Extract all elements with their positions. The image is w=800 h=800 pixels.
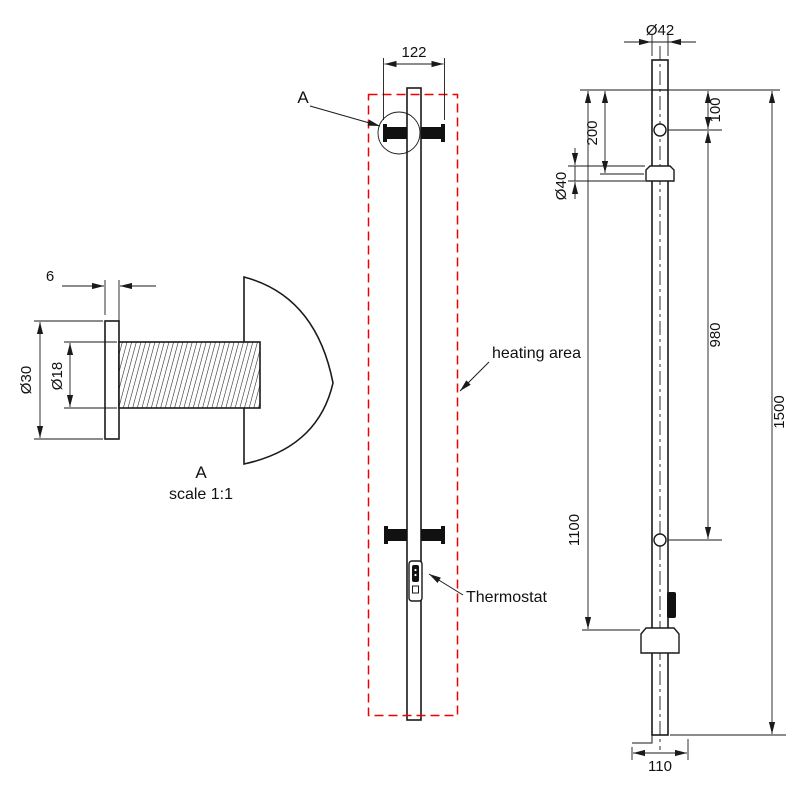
detail-view-scale: scale 1:1 (169, 486, 233, 503)
thermostat (408, 560, 423, 602)
detail-view-a: 6 Ø30 Ø18 A scale 1:1 (18, 268, 334, 503)
cable-stub (632, 735, 653, 744)
dim-thread-diameter: Ø18 (49, 341, 117, 409)
top-crossbar (383, 124, 445, 142)
dim-collar-offset: 200 (584, 91, 644, 175)
thermostat-annotation: Thermostat (428, 573, 547, 606)
dim-label-flange-diameter: Ø30 (18, 366, 35, 394)
dim-label-thread-diameter: Ø18 (49, 362, 66, 390)
dim-label-element-width: 122 (401, 44, 426, 61)
dim-label-collar-offset: 200 (584, 120, 601, 145)
dim-collar-diameter: Ø40 (553, 148, 645, 200)
dim-flange-diameter: Ø30 (18, 320, 103, 440)
dim-label-bottom-length: 110 (648, 758, 672, 775)
dim-label-lower-length: 1100 (566, 514, 583, 546)
dim-label-top-diameter: Ø42 (646, 22, 674, 39)
dim-flange-thickness: 6 (46, 268, 156, 336)
side-view: Ø42 100 980 200 Ø40 (553, 22, 788, 775)
thermostat-label: Thermostat (466, 589, 547, 606)
dim-bottom-length: 110 (631, 739, 689, 775)
heating-area-boundary (367, 93, 459, 717)
upper-collar (645, 165, 675, 182)
dim-label-total-length: 1500 (771, 395, 788, 428)
dim-label-collar-diameter: Ø40 (553, 172, 570, 200)
detail-marker-label: A (297, 88, 309, 107)
front-view: A 122 heating area Thermostat (297, 44, 581, 721)
dome-head (243, 275, 334, 465)
detail-view-title: A (195, 463, 207, 482)
dim-top-diameter: Ø42 (624, 22, 696, 56)
heating-area-annotation: heating area (459, 345, 581, 392)
dim-total-length: 1500 (670, 91, 788, 736)
dim-label-hole-offset: 100 (707, 97, 724, 122)
dim-hole-offset: 100 (668, 91, 724, 131)
mounting-hole-mid (653, 533, 667, 547)
detail-marker-leader: A (297, 88, 381, 127)
detail-marker-circle (377, 111, 421, 155)
lower-fitting (640, 627, 680, 654)
dim-element-width: 122 (383, 44, 445, 120)
dim-label-flange-thickness: 6 (46, 268, 54, 285)
mounting-hole-top (653, 123, 667, 137)
flange-washer (104, 320, 120, 440)
element-rod (406, 87, 422, 721)
dim-hole-spacing: 980 (668, 131, 724, 541)
lower-crossbar (384, 526, 445, 544)
threaded-shaft (118, 341, 261, 409)
dim-label-hole-spacing: 980 (707, 322, 724, 347)
heating-area-label: heating area (492, 345, 581, 362)
thermostat-side (667, 592, 676, 618)
dim-lower-length: 1100 (566, 91, 640, 631)
